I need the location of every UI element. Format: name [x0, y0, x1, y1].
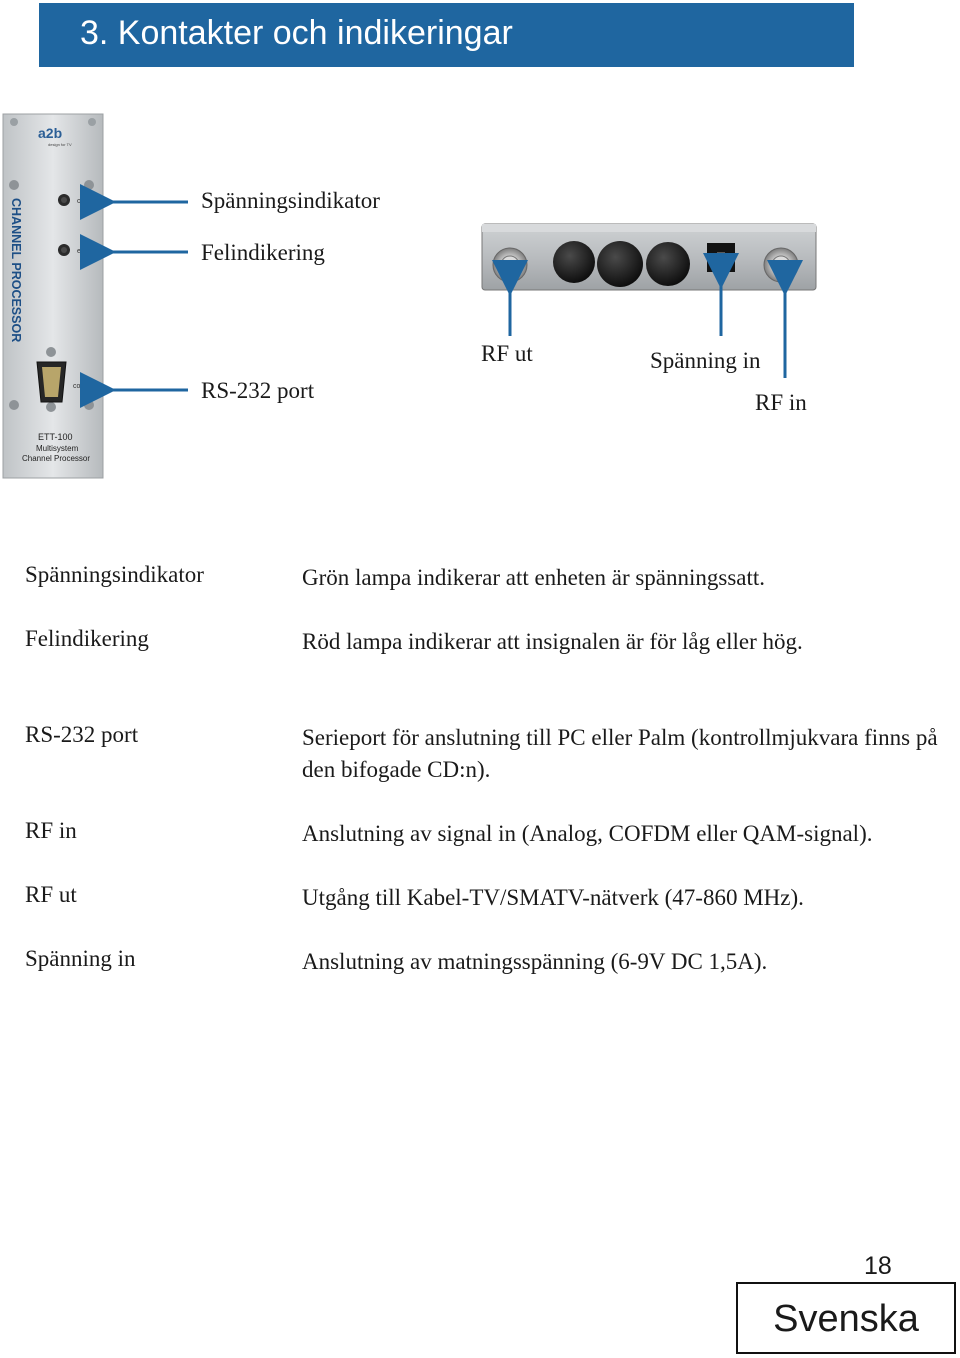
- led-on-label: on: [77, 198, 85, 205]
- callout-rs232: RS-232 port: [201, 378, 315, 403]
- language-label: Svenska: [773, 1298, 919, 1340]
- definition-desc: Grön lampa indikerar att enheten är spän…: [302, 565, 766, 590]
- definition-term: RS-232 port: [25, 722, 139, 747]
- definition-term: Spänning in: [25, 946, 136, 971]
- definition-term: Felindikering: [25, 626, 149, 651]
- callout-power-indicator: Spänningsindikator: [201, 188, 380, 213]
- led-error-label: error: [77, 248, 92, 255]
- callout-rf-out: RF ut: [481, 341, 533, 366]
- definition-term: RF ut: [25, 882, 77, 907]
- definition-term: RF in: [25, 818, 77, 843]
- section-title: 3. Kontakter och indikeringar: [80, 14, 513, 52]
- front-panel-photo: a2b design for TV CHANNEL PROCESSOR on e…: [2, 113, 104, 479]
- control-label: control: [73, 383, 94, 390]
- callout-power-in: Spänning in: [650, 348, 761, 373]
- definition-desc: Serieport för anslutning till PC eller P…: [302, 725, 938, 782]
- brand-subtitle: design for TV: [48, 142, 72, 147]
- page-number: 18: [864, 1252, 892, 1280]
- callout-rf-in: RF in: [755, 390, 807, 415]
- definition-desc: Utgång till Kabel-TV/SMATV-nätverk (47-8…: [302, 885, 804, 910]
- definition-desc: Anslutning av matningsspänning (6-9V DC …: [302, 949, 768, 974]
- definition-term: Spänningsindikator: [25, 562, 204, 587]
- callout-arrows: [80, 184, 803, 408]
- model-line-3: Channel Processor: [22, 454, 90, 463]
- panel-vertical-text: CHANNEL PROCESSOR: [9, 198, 23, 342]
- model-line-2: Multisystem: [36, 444, 79, 453]
- rear-panel-photo: [481, 223, 817, 291]
- callout-fault-indicator: Felindikering: [201, 240, 325, 265]
- model-line-1: ETT-100: [38, 432, 73, 442]
- section-header-bar: [39, 3, 854, 67]
- brand-logo: a2b: [38, 125, 62, 141]
- definition-desc: Anslutning av signal in (Analog, COFDM e…: [302, 821, 873, 846]
- language-box: Svenska: [736, 1282, 956, 1354]
- definition-desc: Röd lampa indikerar att insignalen är fö…: [302, 629, 803, 654]
